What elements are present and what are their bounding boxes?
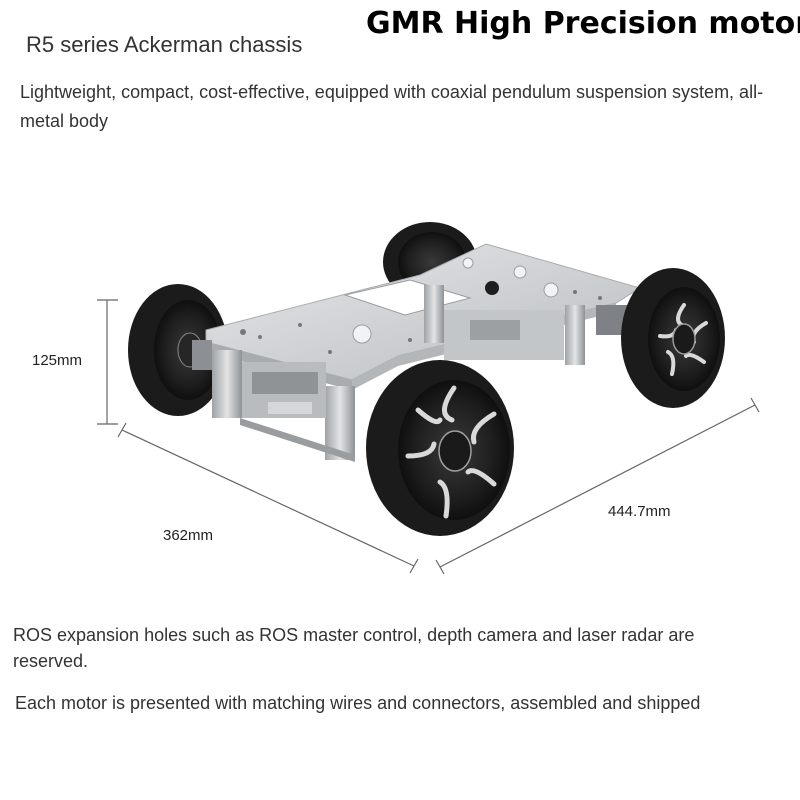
wiring-note: Each motor is presented with matching wi… [15, 693, 701, 713]
dimension-length-line [435, 397, 760, 575]
wheel-rear-left [128, 284, 228, 416]
dimension-length-label: 444.7mm [608, 503, 671, 520]
wheel-front-right [621, 268, 725, 408]
dimension-width-line [117, 422, 419, 574]
dimension-height-line [97, 299, 118, 425]
headline: GMR High Precision motor [366, 6, 800, 41]
dimension-width-label: 362mm [163, 527, 214, 544]
series-title: R5 series Ackerman chassis [26, 32, 303, 57]
dimension-height-label: 125mm [32, 352, 83, 369]
chassis-frame [192, 285, 632, 462]
intro-text: Lightweight, compact, cost-effective, eq… [20, 82, 764, 131]
ros-note: ROS expansion holes such as ROS master c… [13, 625, 695, 671]
wheel-front-left [366, 360, 514, 536]
